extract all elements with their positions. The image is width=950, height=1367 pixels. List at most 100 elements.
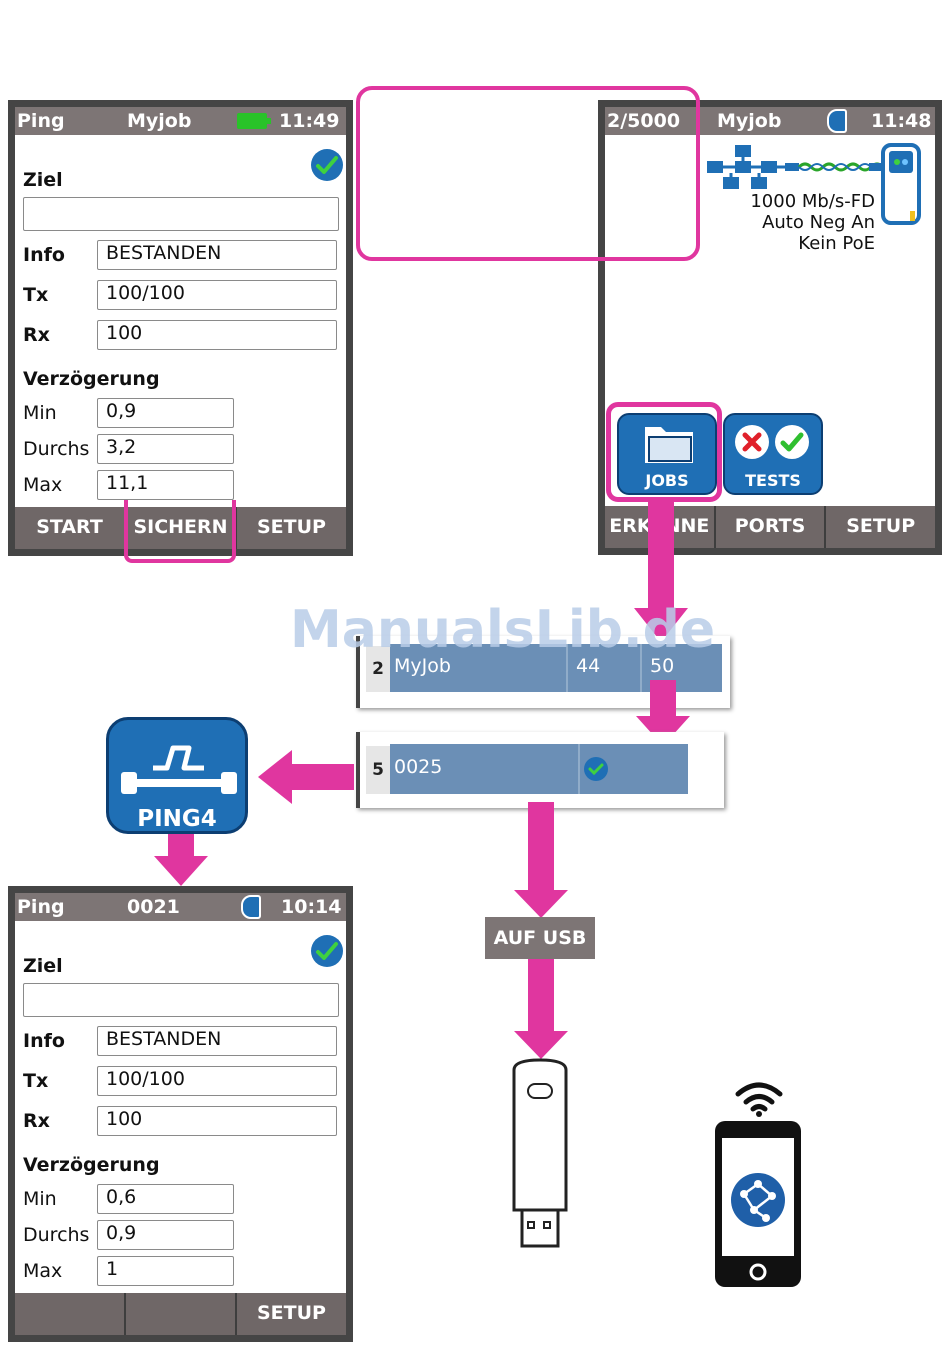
pass-check-icon bbox=[584, 757, 608, 781]
rx-label: Rx bbox=[23, 324, 50, 346]
clock: 10:14 bbox=[281, 896, 342, 918]
save-highlight bbox=[124, 500, 236, 563]
setup-softkey[interactable]: SETUP bbox=[235, 507, 346, 549]
clock: 11:48 bbox=[871, 110, 932, 132]
job-name: Myjob bbox=[127, 110, 192, 132]
to-usb-label: AUF USB bbox=[485, 917, 595, 959]
softkey-1[interactable] bbox=[15, 1293, 124, 1335]
job-count: 2/5000 bbox=[607, 110, 681, 132]
avg-label: Durchs bbox=[23, 1224, 90, 1246]
info-label: Info bbox=[23, 1030, 65, 1052]
home-screen: 2/5000 Myjob 11:48 1000 Mb/s-FD Auto Neg… bbox=[598, 100, 942, 555]
screen-title: Ping bbox=[17, 110, 65, 132]
row-number: 5 bbox=[366, 746, 390, 794]
usb-power-icon bbox=[241, 895, 261, 919]
pass-check-icon bbox=[311, 149, 343, 181]
rx-field: 100 bbox=[97, 320, 337, 350]
link-speed: 1000 Mb/s-FD bbox=[750, 191, 875, 212]
softkey-bar: SETUP bbox=[15, 1293, 346, 1335]
job-name: 0021 bbox=[127, 896, 180, 918]
usb-power-icon bbox=[827, 109, 847, 133]
title-bar: Ping Myjob 11:49 bbox=[15, 107, 346, 135]
ping-screen-bottom: Ping 0021 10:14 Ziel Info BESTANDEN Tx 1… bbox=[8, 886, 353, 1342]
wifi-icon bbox=[735, 1082, 783, 1117]
setup-softkey[interactable]: SETUP bbox=[235, 1293, 346, 1335]
max-label: Max bbox=[23, 1260, 63, 1282]
target-field[interactable] bbox=[23, 197, 339, 231]
softkey-2[interactable] bbox=[124, 1293, 235, 1335]
jobs-highlight bbox=[606, 402, 722, 502]
min-field: 0,9 bbox=[97, 398, 234, 428]
avg-label: Durchs bbox=[23, 438, 90, 460]
rx-label: Rx bbox=[23, 1110, 50, 1132]
rx-field: 100 bbox=[97, 1106, 337, 1136]
column-divider bbox=[566, 644, 568, 692]
ping4-app-label: PING4 bbox=[137, 806, 217, 832]
arrow-left-shaft bbox=[290, 764, 354, 790]
arrow-head bbox=[154, 856, 208, 886]
watermark: ManualsLib.de bbox=[290, 600, 716, 660]
softkey-bar: START SICHERN SETUP bbox=[15, 507, 346, 549]
screen-title: Ping bbox=[17, 896, 65, 918]
status-area-highlight bbox=[356, 86, 700, 261]
target-field[interactable] bbox=[23, 983, 339, 1017]
setup-softkey[interactable]: SETUP bbox=[824, 506, 935, 548]
target-label: Ziel bbox=[23, 169, 63, 191]
column-divider bbox=[640, 644, 642, 692]
start-softkey[interactable]: START bbox=[36, 516, 103, 538]
info-field: BESTANDEN bbox=[97, 240, 337, 270]
arrow-head bbox=[514, 1031, 568, 1059]
delay-heading: Verzögerung bbox=[23, 1154, 160, 1176]
ping-screen-top: Ping Myjob 11:49 Ziel Info BESTANDEN Tx … bbox=[8, 100, 353, 556]
clock: 11:49 bbox=[279, 110, 340, 132]
tx-label: Tx bbox=[23, 1070, 49, 1092]
battery-icon bbox=[237, 113, 271, 129]
delay-heading: Verzögerung bbox=[23, 368, 160, 390]
title-bar: Ping 0021 10:14 bbox=[15, 893, 346, 921]
link-status: 1000 Mb/s-FD Auto Neg An Kein PoE bbox=[750, 191, 875, 254]
jobs-app-button[interactable]: JOBS bbox=[617, 413, 717, 495]
poe-status: Kein PoE bbox=[798, 233, 875, 254]
min-label: Min bbox=[23, 402, 57, 424]
arrow-head bbox=[634, 608, 688, 642]
arrow-head bbox=[258, 750, 292, 804]
tx-field: 100/100 bbox=[97, 1066, 337, 1096]
arrow-usb-shaft bbox=[528, 802, 554, 894]
fail-x-icon bbox=[735, 425, 769, 459]
usb-stick-icon bbox=[512, 1058, 568, 1248]
min-field: 0,6 bbox=[97, 1184, 234, 1214]
arrow-stick-shaft bbox=[528, 959, 554, 1035]
tests-app-label: TESTS bbox=[745, 471, 801, 490]
avg-field: 0,9 bbox=[97, 1220, 234, 1250]
tx-field: 100/100 bbox=[97, 280, 337, 310]
max-field: 1 bbox=[97, 1256, 234, 1286]
job-row-name: MyJob bbox=[394, 655, 451, 677]
info-label: Info bbox=[23, 244, 65, 266]
arrow-ping-down bbox=[168, 834, 194, 860]
job-name: Myjob bbox=[717, 110, 782, 132]
column-divider bbox=[578, 744, 580, 794]
auto-neg: Auto Neg An bbox=[762, 212, 875, 233]
arrow-head bbox=[636, 716, 690, 746]
ping4-app-button[interactable]: PING4 bbox=[106, 717, 248, 834]
folder-icon bbox=[645, 427, 693, 463]
arrow-jobs-down bbox=[648, 500, 674, 612]
ping-waveform-icon bbox=[121, 745, 237, 794]
smartphone-icon bbox=[715, 1121, 801, 1287]
arrow-row-down bbox=[650, 680, 676, 720]
info-field: BESTANDEN bbox=[97, 1026, 337, 1056]
job-row-count-b: 50 bbox=[650, 655, 675, 677]
pass-check-icon bbox=[775, 425, 809, 459]
target-label: Ziel bbox=[23, 955, 63, 977]
min-label: Min bbox=[23, 1188, 57, 1210]
arrow-head bbox=[514, 890, 568, 918]
tx-label: Tx bbox=[23, 284, 49, 306]
title-bar: 2/5000 Myjob 11:48 bbox=[605, 107, 935, 135]
tests-app-button[interactable]: TESTS bbox=[723, 413, 823, 495]
job-row-count-a: 44 bbox=[576, 655, 601, 677]
test-list-strip: 5 0025 bbox=[356, 732, 724, 808]
network-topology-icon bbox=[707, 143, 921, 225]
test-row[interactable]: 0025 bbox=[390, 744, 688, 794]
ports-softkey[interactable]: PORTS bbox=[713, 506, 825, 548]
avg-field: 3,2 bbox=[97, 434, 234, 464]
